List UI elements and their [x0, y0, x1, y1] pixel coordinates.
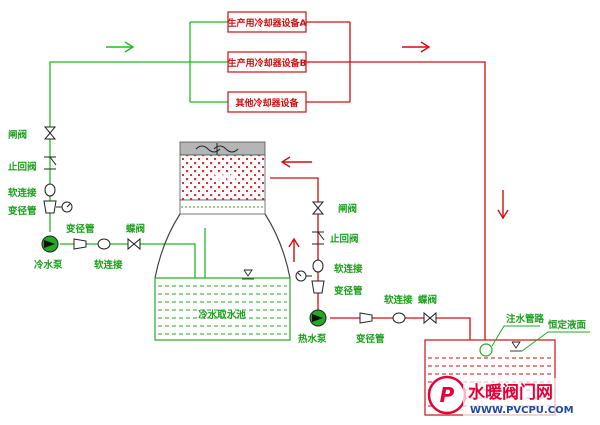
right-gate-valve-label: 闸阀 — [338, 203, 357, 215]
left-soft-joint — [44, 183, 56, 197]
equipment-b-box: 生产用冷却器设备B — [227, 51, 307, 73]
inlet-pipe-icon — [479, 343, 493, 357]
left-soft-joint-h — [97, 238, 111, 250]
watermark-logo: P 水暖阀门网 WWW.PVCPU.COM — [427, 375, 595, 418]
right-butterfly-valve — [423, 311, 437, 325]
supply-arrow-top — [106, 41, 135, 53]
tank-leader-lines — [491, 325, 590, 352]
pressure-gauge-icon — [56, 201, 73, 213]
left-check-valve-label: 止回阀 — [8, 161, 37, 173]
right-butterfly-valve-label: 蝶阀 — [418, 294, 437, 306]
equipment-other-box: 其他冷却器设备 — [227, 91, 307, 113]
tank-level-icon — [510, 341, 522, 352]
constant-level-label: 恒定液面 — [548, 319, 587, 331]
cold-pool-label: 冷水取水池 — [198, 309, 246, 321]
tower-skirt-left — [154, 213, 181, 279]
return-arrow-down — [497, 190, 509, 220]
left-reducer — [43, 200, 57, 214]
left-gate-valve — [43, 126, 57, 140]
cold-water-pool: 冷水取水池 — [154, 269, 291, 341]
left-reducer-h-label: 变径管 — [66, 223, 95, 235]
right-reducer-h-label: 变径管 — [356, 333, 385, 345]
svg-text:P: P — [440, 383, 455, 407]
right-reducer — [311, 280, 325, 294]
return-arrow-left — [280, 156, 312, 168]
right-gate-valve — [311, 201, 325, 215]
return-arrow-top — [402, 41, 431, 53]
cooling-tower: 冷却塔 — [154, 141, 291, 279]
watermark-url: WWW.PVCPU.COM — [470, 405, 574, 416]
equipment-a-box: 生产用冷却器设备A — [227, 11, 307, 33]
return-arrow-up — [288, 237, 300, 262]
tower-label: 冷却塔 — [208, 171, 237, 183]
fan-icon — [195, 143, 239, 155]
right-check-valve-label: 止回阀 — [330, 233, 359, 245]
water-level-icon — [242, 269, 254, 280]
return-pipes — [270, 21, 486, 345]
left-soft-joint-h-label: 软连接 — [94, 259, 123, 271]
right-reducer-label: 变径管 — [334, 285, 363, 297]
left-check-valve — [44, 156, 57, 170]
hot-water-pump-label: 热水泵 — [298, 333, 327, 345]
right-soft-joint-h — [392, 312, 406, 324]
left-butterfly-valve-label: 蝶阀 — [126, 223, 145, 235]
right-soft-joint — [312, 259, 324, 273]
hot-water-pump-icon — [309, 309, 327, 327]
tower-skirt-right — [264, 213, 291, 279]
tower-fan-deck — [179, 141, 266, 156]
right-soft-joint-h-label: 软连接 — [384, 294, 413, 306]
inlet-pipe-label: 注水管路 — [506, 313, 545, 325]
cold-water-pump-icon — [41, 235, 59, 253]
right-reducer-h — [359, 312, 373, 324]
left-reducer-h — [73, 238, 87, 250]
equipment-b-label: 生产用冷却器设备B — [228, 57, 307, 69]
right-pressure-gauge-icon — [295, 270, 312, 282]
cold-water-pump-label: 冷水泵 — [34, 259, 63, 271]
left-reducer-label: 变径管 — [8, 205, 37, 217]
left-butterfly-valve — [127, 237, 141, 251]
right-check-valve — [312, 231, 325, 245]
left-gate-valve-label: 闸阀 — [8, 129, 27, 141]
equipment-other-label: 其他冷却器设备 — [235, 97, 299, 109]
right-soft-joint-label: 软连接 — [334, 263, 363, 275]
watermark-text: 水暖阀门网 — [468, 382, 553, 403]
left-soft-joint-label: 软连接 — [8, 187, 37, 199]
equipment-a-label: 生产用冷却器设备A — [228, 17, 307, 29]
